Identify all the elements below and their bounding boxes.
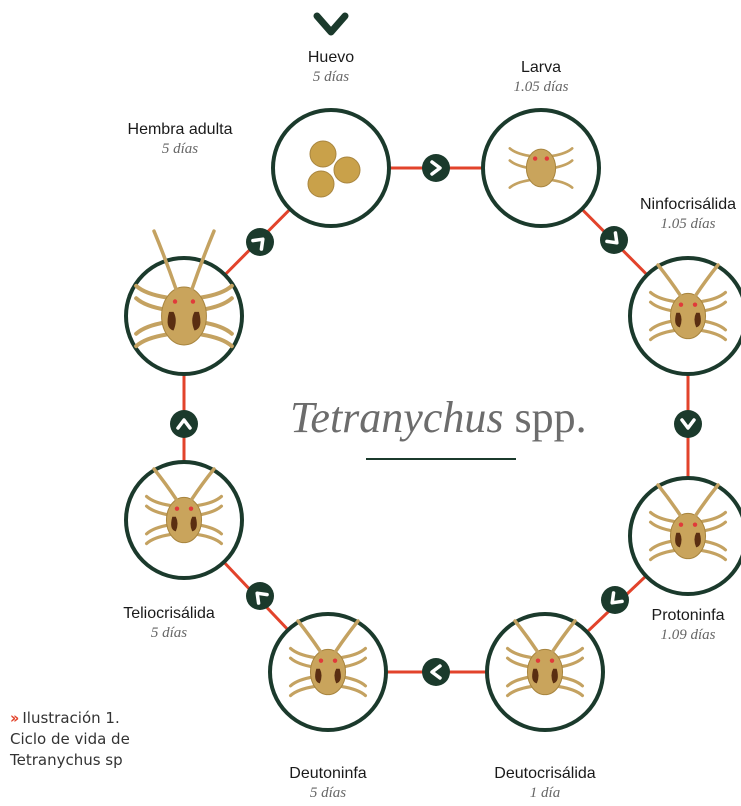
stage-label-deutoninfa: Deutoninfa 5 días [289,764,366,803]
arrow-bg [170,410,198,438]
mite-eye [191,299,195,303]
stage-circle-ninfocrisalida [630,258,741,374]
caption-line-1: Ilustración 1. [22,709,119,727]
stage-name: Huevo [308,48,354,68]
egg-icon [334,157,360,183]
mite-eye [693,522,697,526]
egg-icon [308,171,334,197]
mite-eye [173,299,177,303]
stage-circle-hembra [126,231,242,374]
mite-body [526,149,555,187]
stage-duration: 5 días [123,624,215,643]
figure-caption: ›› Ilustración 1. Ciclo de vida de Tetran… [10,708,130,771]
arrow-bg [240,222,280,262]
chevron-arrow-icon [240,576,280,616]
stage-duration: 1.05 días [513,78,568,97]
arrow-bg [422,658,450,686]
stage-name: Hembra adulta [128,120,233,140]
stage-duration: 1.09 días [652,626,725,645]
stage-name: Deutoninfa [289,764,366,784]
stage-circle-teliocrisalida [126,462,242,578]
mite-eye [536,658,540,662]
stage-label-huevo: Huevo 5 días [308,48,354,82]
stage-ring [273,110,389,226]
caption-line-3: Tetranychus sp [10,750,130,771]
arrow-bg [240,576,280,616]
stage-circle-huevo [273,110,389,226]
stage-duration: 1.05 días [640,215,736,234]
double-chevron-right-icon: ›› [10,709,16,727]
chevron-arrow-icon [674,410,702,438]
stage-label-hembra: Hembra adulta 5 días [128,120,233,159]
stage-name: Deutocrisálida [494,764,595,784]
stage-circle-deutocrisalida [487,614,603,730]
mite-eye [550,658,554,662]
caption-line-2: Ciclo de vida de [10,729,130,750]
mite-eye [679,522,683,526]
stage-name: Ninfocrisálida [640,195,736,215]
diagram-title: Tetranychus spp. [290,392,600,443]
title-suffix: spp. [515,393,587,442]
stage-circle-deutoninfa [270,614,386,730]
stage-circle-protoninfa [630,478,741,594]
chevron-arrow-icon [422,154,450,182]
stage-duration: 5 días [289,784,366,803]
stage-name: Teliocrisálida [123,604,215,624]
stage-name: Larva [513,58,568,78]
arrow-bg [674,410,702,438]
title-genus: Tetranychus [290,393,504,442]
arrow-bg [422,154,450,182]
egg-icon [310,141,336,167]
chevron-down-icon [313,12,349,43]
stage-label-larva: Larva 1.05 días [513,58,568,97]
chevron-arrow-icon [422,658,450,686]
stage-label-protoninfa: Protoninfa 1.09 días [652,606,725,645]
stage-name: Protoninfa [652,606,725,626]
stage-label-teliocrisalida: Teliocrisálida 5 días [123,604,215,643]
mite-eye [189,506,193,510]
chevron-arrow-icon [240,222,280,262]
mite-eye [333,658,337,662]
stage-duration: 5 días [308,68,354,82]
arrow-bg [595,580,635,620]
title-underline [366,458,516,460]
mite-eye [175,506,179,510]
mite-eye [319,658,323,662]
mite-eye [533,156,537,160]
stage-label-deutocrisalida: Deutocrisálida 1 día [494,764,595,803]
chevron-arrow-icon [595,580,635,620]
mite-eye [545,156,549,160]
mite-eye [693,302,697,306]
chevron-arrow-icon [170,410,198,438]
stage-label-ninfocrisalida: Ninfocrisálida 1.05 días [640,195,736,234]
stage-circle-larva [483,110,599,226]
mite-eye [679,302,683,306]
stage-duration: 1 día [494,784,595,803]
stage-duration: 5 días [128,140,233,159]
